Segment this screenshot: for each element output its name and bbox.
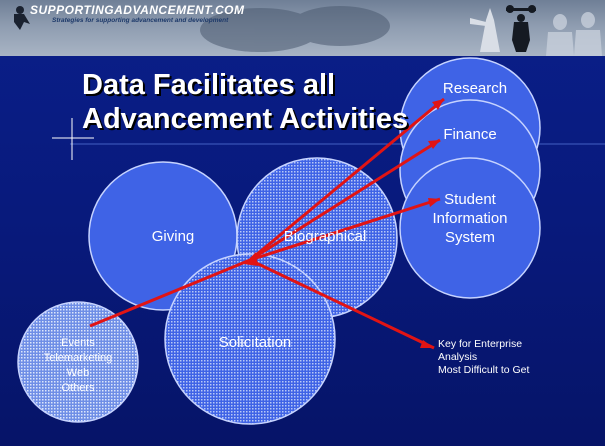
- student-label-line-2: Information: [432, 210, 508, 227]
- arrow-to-student-system: [249, 197, 441, 262]
- student-label-line-1: Student: [444, 191, 496, 208]
- title-line-2: Advancement Activities: [82, 103, 409, 135]
- header-graphics: [14, 5, 602, 56]
- solicitation-circle: [164, 253, 336, 425]
- arrow-to-key-note: [249, 258, 435, 350]
- events-item: Telemarketing: [43, 352, 113, 364]
- events-item: Others: [61, 382, 95, 394]
- events-item: Web: [66, 367, 90, 379]
- team-silhouette-icon: [546, 12, 602, 56]
- header-banner: SUPPORTINGADVANCEMENT.COM Strategies for…: [0, 0, 605, 56]
- key-note-line-2: Analysis: [438, 351, 478, 363]
- weightlifter-silhouette-icon: [506, 5, 536, 52]
- biographical-label: Biographical: [283, 228, 367, 245]
- events-item: Events: [61, 337, 95, 349]
- key-note: Key for Enterprise Analysis Most Difficu…: [438, 338, 529, 377]
- arrow-group: [89, 97, 445, 350]
- events-circle: [17, 301, 139, 423]
- logo-tagline: Strategies for supporting advancement an…: [52, 17, 229, 24]
- student-system-label: Student Information System: [420, 190, 520, 247]
- runner-silhouette-icon: [14, 6, 30, 30]
- hub-arrowhead: [244, 252, 258, 266]
- title-line-1: Data Facilitates all: [82, 69, 336, 101]
- arrowheads: [244, 99, 444, 348]
- giving-label: Giving: [151, 228, 195, 245]
- events-list: Events Telemarketing Web Others: [34, 336, 122, 396]
- arrow-to-finance: [249, 138, 441, 262]
- student-label-line-3: System: [444, 229, 495, 246]
- arrow-to-research: [249, 97, 445, 262]
- logo-text: SUPPORTINGADVANCEMENT.COM: [30, 3, 245, 17]
- key-note-line-1: Key for Enterprise: [438, 338, 523, 350]
- climber-silhouette-icon: [470, 8, 500, 52]
- research-label: Research: [442, 80, 508, 97]
- arrow-to-events: [89, 258, 251, 328]
- student-information-system-circle: [399, 157, 541, 299]
- key-note-line-3: Most Difficult to Get: [438, 364, 530, 376]
- finance-label: Finance: [443, 126, 497, 143]
- slide-title: Data Facilitates all Advancement Activit…: [82, 68, 482, 136]
- solicitation-label: Solicitation: [218, 334, 292, 351]
